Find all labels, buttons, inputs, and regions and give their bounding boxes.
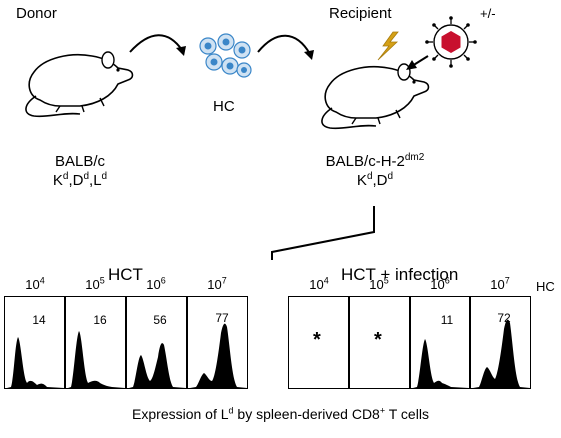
histogram-plot: [473, 319, 530, 388]
dose-label: 105: [85, 275, 105, 292]
histogram-panel: 72: [470, 296, 531, 389]
arrow-donor-to-cells: [129, 34, 183, 53]
no-data-asterisk: *: [313, 329, 321, 351]
cells-cluster-icon: [199, 33, 252, 78]
dose-label: 107: [207, 275, 227, 292]
dose-unit-label: HC: [536, 279, 555, 294]
percent-label: 77: [215, 311, 229, 325]
histogram-panel: *: [288, 296, 349, 389]
dose-label: 105: [369, 275, 389, 292]
donor-strain-block: BALB/c Kd,Dd,Ld: [20, 152, 140, 190]
no-data-asterisk: *: [374, 329, 382, 351]
donor-mouse-icon: [25, 51, 134, 118]
recipient-strain-block: BALB/c-H-2dm2 Kd,Dd: [300, 152, 450, 190]
connector-bracket: [271, 206, 375, 260]
dose-label: 106: [430, 275, 450, 292]
donor-strain: BALB/c: [54, 153, 106, 170]
histogram-trace: [7, 337, 64, 388]
histogram-panel: 11: [410, 296, 470, 389]
figure-caption: Expression of Ld by spleen-derived CD8+ …: [132, 405, 429, 422]
donor-label: Donor: [16, 5, 57, 22]
dose-label: 104: [309, 275, 329, 292]
histogram-trace: [413, 339, 469, 388]
histogram-trace: [68, 331, 125, 388]
percent-label: 16: [93, 313, 107, 327]
histogram-plot: [7, 337, 64, 388]
recipient-label: Recipient: [329, 5, 392, 22]
histogram-plot: [129, 343, 186, 388]
group-title-hct: HCT: [108, 265, 143, 284]
percent-label: 11: [440, 313, 454, 327]
virus-icon: [425, 16, 477, 68]
cells-label: HC: [213, 98, 235, 115]
histogram-trace: [473, 319, 530, 388]
donor-haplotype: Kd,Dd,Ld: [52, 171, 108, 190]
dose-label: 106: [146, 275, 166, 292]
recipient-mouse-icon: [321, 63, 430, 130]
recipient-strain: BALB/c-H-2dm2: [325, 152, 425, 171]
histogram-panel: 77: [187, 296, 248, 389]
histogram-plot: [190, 323, 247, 388]
histogram-trace: [129, 343, 186, 388]
percent-label: 72: [497, 311, 511, 325]
arrow-cells-to-recipient: [257, 34, 311, 55]
schematic: [25, 16, 477, 260]
histogram-panel: 16: [65, 296, 126, 389]
histogram-panel: 14: [4, 296, 65, 389]
histogram-panel: 56: [126, 296, 187, 389]
dose-label: 107: [490, 275, 510, 292]
histogram-panel: *: [349, 296, 410, 389]
percent-label: 56: [153, 313, 167, 327]
histogram-plot: [413, 339, 469, 388]
group-title-hct-infection: HCT + infection: [341, 265, 459, 284]
histogram-plot: [68, 331, 125, 388]
virus-label: +/-: [480, 6, 496, 21]
dose-label: 104: [25, 275, 45, 292]
histogram-trace: [190, 323, 247, 388]
recipient-haplotype: Kd,Dd: [356, 171, 394, 190]
percent-label: 14: [32, 313, 46, 327]
lightning-icon: [377, 31, 399, 61]
